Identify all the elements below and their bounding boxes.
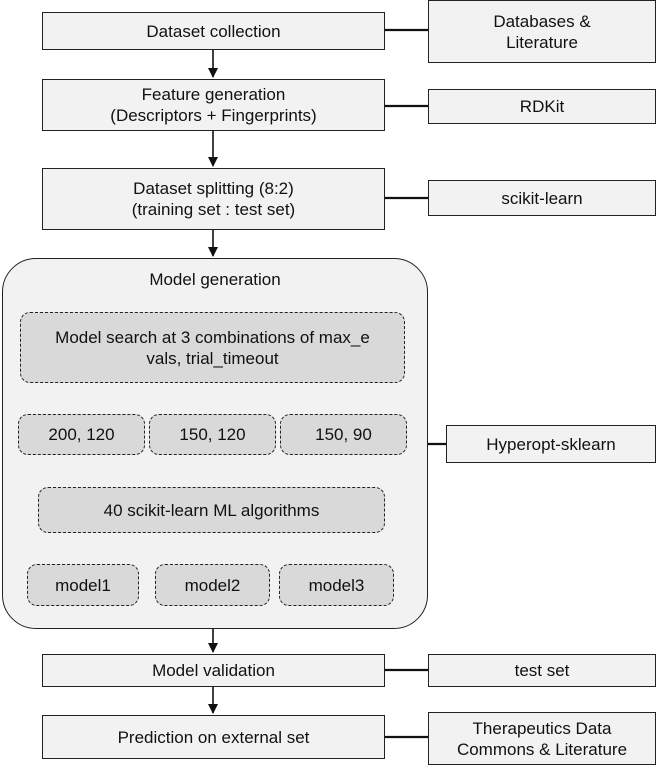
model-search-box: Model search at 3 combinations of max_e …: [20, 312, 405, 383]
step-dataset-splitting: Dataset splitting (8:2) (training set : …: [42, 168, 385, 230]
model-label: model3: [308, 575, 365, 595]
tool-hyperopt-sklearn: Hyperopt-sklearn: [446, 425, 656, 463]
model-label: model1: [55, 575, 111, 595]
tool-scikit-learn: scikit-learn: [428, 180, 656, 216]
tool-label: Hyperopt-sklearn: [486, 434, 616, 454]
step-sublabel: (Descriptors + Fingerprints): [110, 106, 317, 125]
tool-label: Therapeutics Data: [472, 718, 612, 738]
combo-box-1: 200, 120: [18, 414, 145, 455]
step-prediction: Prediction on external set: [42, 715, 385, 759]
tool-label: RDKit: [519, 97, 565, 116]
tool-label-cont: Commons & Literature: [456, 739, 628, 759]
combo-label: 150, 90: [315, 425, 372, 444]
tool-label: Databases &: [493, 11, 591, 31]
tool-rdkit: RDKit: [428, 89, 656, 124]
combo-label: 200, 120: [48, 425, 115, 444]
algorithms-label: 40 scikit-learn ML algorithms: [103, 500, 320, 520]
step-label: Dataset splitting (8:2): [133, 179, 294, 198]
tool-databases: Databases & Literature: [428, 0, 656, 63]
model-label: model2: [184, 575, 241, 595]
step-label: Dataset collection: [146, 21, 281, 41]
model3-box: model3: [279, 564, 394, 606]
step-feature-generation: Feature generation (Descriptors + Finger…: [42, 79, 385, 131]
step-label: Feature generation: [141, 85, 286, 104]
combo-box-3: 150, 90: [280, 414, 407, 455]
step-label: Prediction on external set: [117, 727, 310, 747]
model-generation-title: Model generation: [149, 270, 281, 289]
tool-test-set: test set: [428, 654, 656, 687]
combo-box-2: 150, 120: [149, 414, 276, 455]
model1-box: model1: [27, 564, 139, 606]
step-dataset-collection: Dataset collection: [42, 12, 385, 50]
tool-label: scikit-learn: [501, 188, 583, 208]
tool-tdc: Therapeutics Data Commons & Literature: [428, 712, 656, 765]
algorithms-box: 40 scikit-learn ML algorithms: [38, 487, 385, 533]
combo-label: 150, 120: [179, 425, 246, 444]
step-label: Model validation: [152, 661, 275, 680]
model-search-label: Model search at 3 combinations of max_e: [55, 327, 370, 347]
model-search-label-cont: vals, trial_timeout: [146, 348, 279, 368]
tool-label-cont: Literature: [506, 32, 578, 52]
step-model-validation: Model validation: [42, 654, 385, 687]
tool-label: test set: [514, 661, 570, 680]
model2-box: model2: [155, 564, 270, 606]
step-sublabel: (training set : test set): [131, 200, 296, 219]
